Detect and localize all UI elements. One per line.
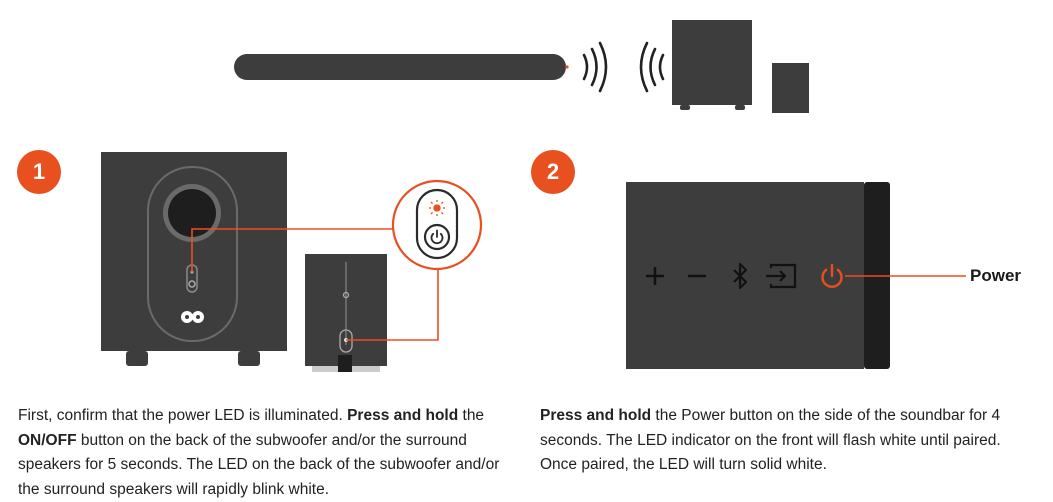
subwoofer-back-illustration [101, 152, 483, 372]
soundbar-top [234, 54, 566, 80]
step-1-badge: 1 [17, 150, 61, 194]
step-1-text-bold-onoff: ON/OFF [18, 431, 77, 449]
brand-logo-icon [181, 311, 204, 323]
wireless-signal-icon [582, 41, 608, 93]
bluetooth-icon [733, 262, 748, 290]
step-1-text-c: the [458, 407, 485, 424]
callout-line [191, 228, 439, 341]
step-2-badge: 2 [531, 150, 575, 194]
power-callout-label: Power [970, 266, 1022, 285]
step-2-text-b: the Power button on the side of the soun… [540, 407, 1001, 473]
step-1-text-a: First, confirm that the power LED is ill… [18, 407, 348, 424]
subwoofer-small [672, 20, 752, 110]
surround-speaker-small [772, 63, 809, 113]
soundbar-led [565, 65, 569, 69]
step-2-instructions: Press and hold the Power button on the s… [540, 404, 1030, 478]
step-2-text-bold-press: Press and hold [540, 407, 652, 424]
pairing-overview-illustration [234, 20, 809, 113]
plus-icon [646, 267, 664, 285]
power-icon [430, 229, 444, 245]
step-1-instructions: First, confirm that the power LED is ill… [18, 404, 508, 502]
subwoofer-rear-panel [147, 166, 238, 342]
input-source-icon [766, 263, 797, 289]
step-1-text-bold-press: Press and hold [347, 407, 459, 424]
soundbar-side-body [626, 182, 864, 369]
wireless-signal-icon [639, 41, 665, 93]
step-1-text-e: button on the back of the subwoofer and/… [18, 431, 500, 498]
soundbar-side-illustration [626, 182, 966, 369]
led-light-icon [429, 200, 445, 216]
surround-power-button [339, 329, 353, 353]
power-icon [821, 263, 843, 288]
